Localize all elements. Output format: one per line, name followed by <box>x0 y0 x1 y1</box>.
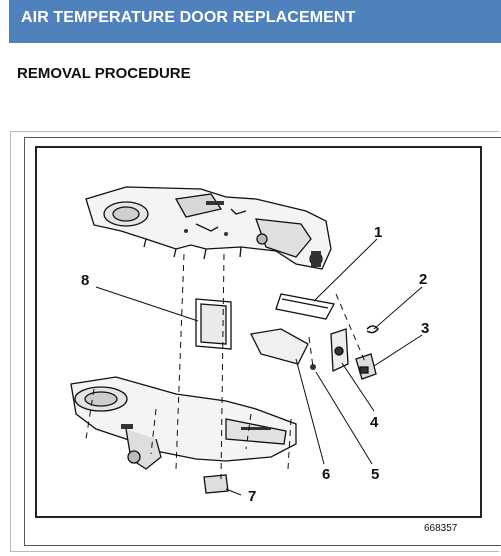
leader-lines <box>95 238 423 496</box>
lower-housing-detail <box>121 424 271 430</box>
part-3-actuator <box>355 353 377 380</box>
door-seal <box>250 328 309 365</box>
part-6-fastener <box>310 364 316 370</box>
figure-frame <box>10 131 499 552</box>
upper-housing-detail <box>184 201 321 267</box>
callout-4: 4 <box>370 414 379 431</box>
callout-6: 6 <box>322 466 330 483</box>
part-8-door <box>195 298 232 350</box>
callout-7: 7 <box>248 488 256 505</box>
figure-inner-border <box>24 137 501 546</box>
callouts: 1 2 3 4 5 6 7 8 <box>81 224 429 505</box>
part-4-bracket <box>330 328 349 372</box>
part-2-clip <box>366 325 379 334</box>
part-1-door <box>275 293 335 320</box>
part-7-tray <box>203 474 229 494</box>
section-heading: REMOVAL PROCEDURE <box>17 65 191 82</box>
callout-2: 2 <box>419 271 427 288</box>
callout-8: 8 <box>81 272 89 289</box>
diagram-border <box>35 146 482 518</box>
lower-housing <box>70 376 297 470</box>
page-title: AIR TEMPERATURE DOOR REPLACEMENT <box>21 9 356 26</box>
upper-housing <box>85 186 332 270</box>
figure-id: 668357 <box>424 523 458 534</box>
callout-5: 5 <box>371 466 379 483</box>
alignment-lines <box>85 253 367 480</box>
callout-3: 3 <box>421 320 429 337</box>
header-bar: AIR TEMPERATURE DOOR REPLACEMENT <box>9 0 501 43</box>
exploded-diagram: 1 2 3 4 5 6 7 8 668357 <box>35 146 482 534</box>
callout-1: 1 <box>374 224 382 241</box>
